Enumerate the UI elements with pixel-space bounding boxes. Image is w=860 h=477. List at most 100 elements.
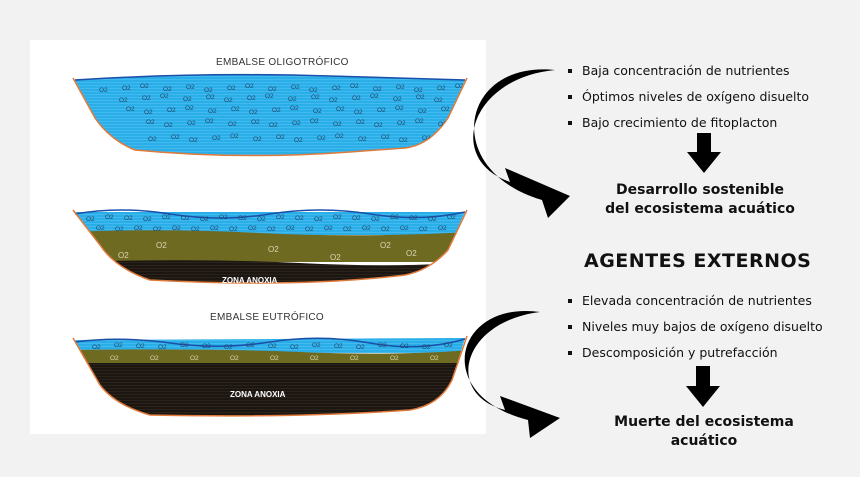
oxygen-molecule-label: O2 bbox=[415, 118, 424, 125]
list-item: Niveles muy bajos de oxígeno disuelto bbox=[566, 318, 823, 344]
oxygen-molecule-label: O2 bbox=[224, 344, 233, 351]
oligotrophic-characteristics: Baja concentración de nutrientes Óptimos… bbox=[566, 62, 809, 140]
oxygen-molecule-label: O2 bbox=[291, 84, 300, 91]
oxygen-molecule-label: O2 bbox=[290, 105, 299, 112]
oxygen-molecule-label: O2 bbox=[370, 93, 379, 100]
oxygen-molecule-label: O2 bbox=[438, 225, 447, 232]
oxygen-molecule-label: O2 bbox=[352, 95, 361, 102]
oxygen-molecule-label: O2 bbox=[292, 120, 301, 127]
oxygen-molecule-label: O2 bbox=[276, 214, 285, 221]
oxygen-molecule-label: O2 bbox=[406, 249, 417, 258]
oxygen-molecule-label: O2 bbox=[447, 214, 456, 221]
oxygen-molecule-label: O2 bbox=[246, 342, 255, 349]
oxygen-molecule-label: O2 bbox=[294, 137, 303, 144]
oxygen-molecule-label: O2 bbox=[162, 214, 171, 221]
oxygen-molecule-label: O2 bbox=[110, 355, 119, 362]
oxygen-molecule-label: O2 bbox=[105, 214, 114, 221]
oxygen-molecule-label: O2 bbox=[288, 96, 297, 103]
oxygen-molecule-label: O2 bbox=[229, 226, 238, 233]
oxygen-molecule-label: O2 bbox=[171, 134, 180, 141]
oxygen-molecule-label: O2 bbox=[400, 343, 409, 350]
oxygen-molecule-label: O2 bbox=[142, 95, 151, 102]
anoxic-zone-label-mid: ZONA ANOXIA bbox=[222, 276, 278, 285]
oxygen-molecule-label: O2 bbox=[395, 105, 404, 112]
oxygen-molecule-label: O2 bbox=[430, 355, 439, 362]
oxygen-molecule-label: O2 bbox=[86, 216, 95, 223]
eutrophic-title: EMBALSE EUTRÓFICO bbox=[210, 312, 325, 323]
oxygen-molecule-label: O2 bbox=[267, 226, 276, 233]
oxygen-molecule-label: O2 bbox=[140, 83, 149, 90]
oxygen-molecule-label: O2 bbox=[422, 135, 431, 142]
oxygen-molecule-label: O2 bbox=[329, 97, 338, 104]
oxygen-molecule-label: O2 bbox=[251, 119, 260, 126]
oxygen-molecule-label: O2 bbox=[354, 109, 363, 116]
oxygen-molecule-label: O2 bbox=[202, 343, 211, 350]
oxygen-molecule-label: O2 bbox=[167, 107, 176, 114]
oxygen-molecule-label: O2 bbox=[156, 241, 167, 250]
oxygen-molecule-label: O2 bbox=[286, 225, 295, 232]
oxygen-molecule-label: O2 bbox=[437, 85, 446, 92]
oxygen-molecule-label: O2 bbox=[276, 134, 285, 141]
oxygen-molecule-label: O2 bbox=[362, 225, 371, 232]
oxygen-molecule-label: O2 bbox=[268, 245, 279, 254]
oxygen-molecule-label: O2 bbox=[377, 107, 386, 114]
oxygen-molecule-label: O2 bbox=[158, 344, 167, 351]
oxygen-molecule-label: O2 bbox=[419, 226, 428, 233]
oxygen-molecule-label: O2 bbox=[122, 85, 131, 92]
oxygen-molecule-label: O2 bbox=[374, 122, 383, 129]
oxygen-molecule-label: O2 bbox=[371, 216, 380, 223]
oxygen-molecule-label: O2 bbox=[150, 355, 159, 362]
oxygen-molecule-label: O2 bbox=[373, 86, 382, 93]
oxygen-molecule-label: O2 bbox=[257, 216, 266, 223]
oxygen-molecule-label: O2 bbox=[332, 85, 341, 92]
oxygen-molecule-label: O2 bbox=[269, 122, 278, 129]
oxygen-molecule-label: O2 bbox=[238, 215, 247, 222]
oxygen-molecule-label: O2 bbox=[118, 251, 129, 260]
oxygen-molecule-label: O2 bbox=[245, 83, 254, 90]
oxygen-molecule-label: O2 bbox=[230, 133, 239, 140]
oxygen-molecule-label: O2 bbox=[333, 121, 342, 128]
oxygen-molecule-label: O2 bbox=[183, 96, 192, 103]
oxygen-molecule-label: O2 bbox=[418, 108, 427, 115]
oxygen-molecule-label: O2 bbox=[295, 215, 304, 222]
oxygen-molecule-label: O2 bbox=[144, 109, 153, 116]
oxygen-molecule-label: O2 bbox=[414, 87, 423, 94]
oxygen-molecule-label: O2 bbox=[114, 342, 123, 349]
oxygen-molecule-label: O2 bbox=[305, 226, 314, 233]
oxygen-molecule-label: O2 bbox=[200, 216, 209, 223]
oxygen-molecule-label: O2 bbox=[380, 241, 391, 250]
oxygen-molecule-label: O2 bbox=[219, 214, 228, 221]
oxygen-molecule-label: O2 bbox=[390, 214, 399, 221]
oxygen-molecule-label: O2 bbox=[181, 215, 190, 222]
oxygen-molecule-label: O2 bbox=[247, 95, 256, 102]
oxygen-molecule-label: O2 bbox=[212, 135, 221, 142]
oxygen-molecule-label: O2 bbox=[336, 106, 345, 113]
oxygen-molecule-label: O2 bbox=[272, 107, 281, 114]
oxygen-molecule-label: O2 bbox=[400, 225, 409, 232]
oxygen-molecule-label: O2 bbox=[126, 106, 135, 113]
oxygen-molecule-label: O2 bbox=[172, 225, 181, 232]
oxygen-molecule-label: O2 bbox=[231, 106, 240, 113]
oxygen-molecule-label: O2 bbox=[115, 226, 124, 233]
oxygen-molecule-label: O2 bbox=[205, 118, 214, 125]
oxygen-molecule-label: O2 bbox=[314, 216, 323, 223]
oxygen-molecule-label: O2 bbox=[163, 86, 172, 93]
oxygen-molecule-label: O2 bbox=[310, 118, 319, 125]
oxygen-molecule-label: O2 bbox=[396, 84, 405, 91]
oxygen-molecule-label: O2 bbox=[190, 355, 199, 362]
oxygen-molecule-label: O2 bbox=[224, 97, 233, 104]
oxygen-molecule-label: O2 bbox=[99, 87, 108, 94]
oxygen-molecule-label: O2 bbox=[399, 137, 408, 144]
oxygen-molecule-label: O2 bbox=[409, 215, 418, 222]
eutrophic-characteristics: Elevada concentración de nutrientes Nive… bbox=[566, 292, 823, 370]
oxygen-molecule-label: O2 bbox=[422, 344, 431, 351]
oxygen-molecule-label: O2 bbox=[378, 342, 387, 349]
anoxic-zone-label-bottom: ZONA ANOXIA bbox=[230, 390, 286, 399]
oxygen-molecule-label: O2 bbox=[358, 136, 367, 143]
oxygen-molecule-label: O2 bbox=[317, 135, 326, 142]
oxygen-molecule-label: O2 bbox=[210, 225, 219, 232]
oxygen-molecule-label: O2 bbox=[455, 83, 464, 90]
